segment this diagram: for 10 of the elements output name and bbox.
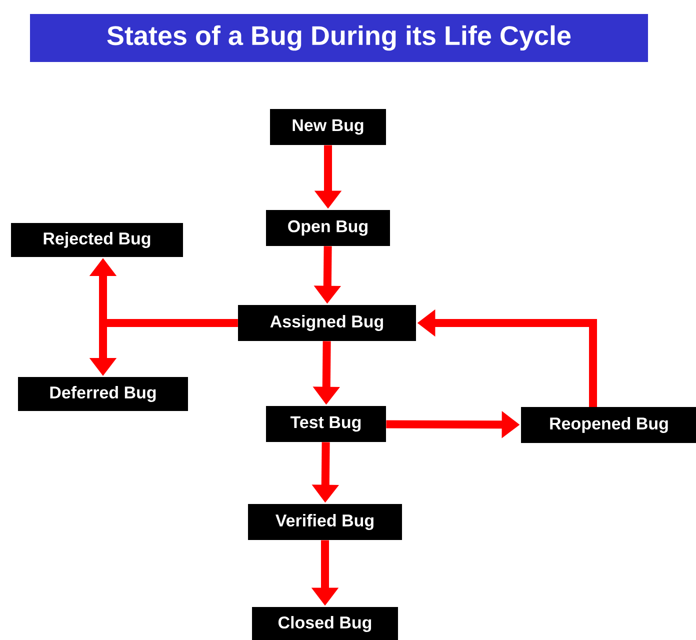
- state-box: Verified Bug: [248, 504, 402, 540]
- state-box: Deferred Bug: [18, 377, 188, 411]
- state-box: Rejected Bug: [11, 223, 183, 257]
- title-banner: States of a Bug During its Life Cycle: [30, 14, 648, 62]
- state-box: Closed Bug: [252, 607, 398, 640]
- state-box: Open Bug: [266, 210, 390, 246]
- state-box: Test Bug: [266, 406, 386, 442]
- state-box: Reopened Bug: [521, 407, 696, 443]
- state-box: New Bug: [270, 109, 386, 145]
- state-box: Assigned Bug: [238, 305, 416, 341]
